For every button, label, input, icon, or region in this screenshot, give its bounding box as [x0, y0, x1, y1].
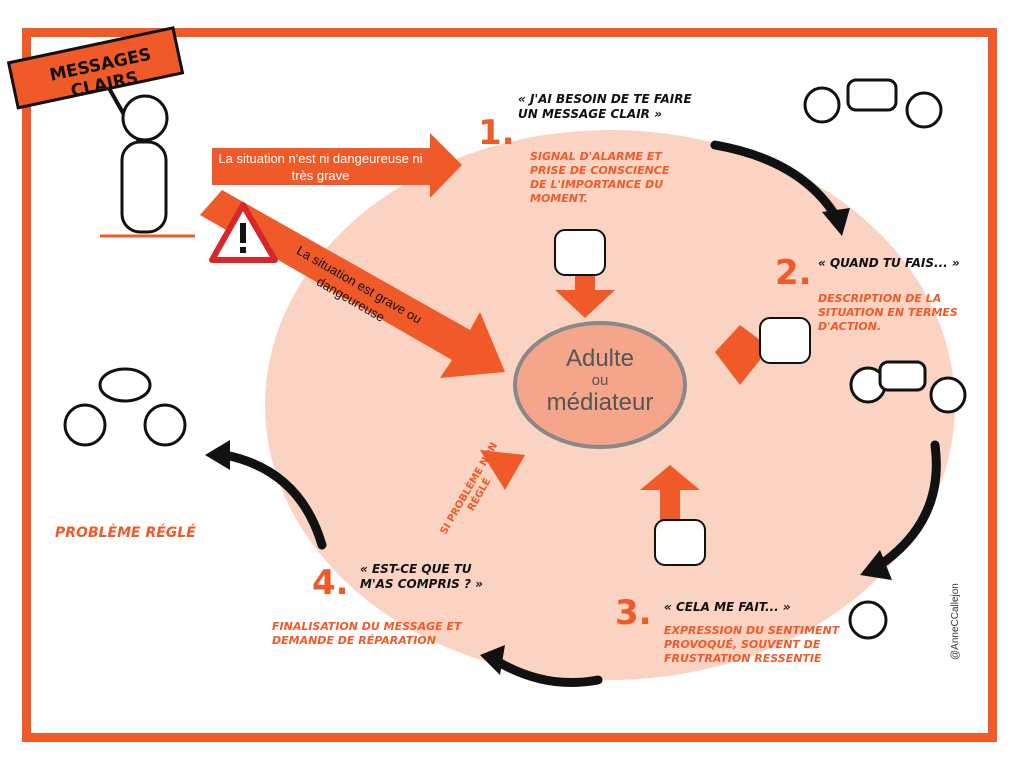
cycle-arrow-2-3: [875, 440, 941, 570]
arrow-step1: [555, 270, 615, 318]
stop-hand-icons: [554, 229, 811, 566]
center-line-3: médiateur: [546, 389, 654, 416]
cycle-arrowhead-2-3: [860, 550, 892, 580]
center-line-2: ou: [591, 372, 609, 389]
step-2-quote: « Quand tu fais... »: [818, 256, 960, 270]
stick-figure: [120, 94, 169, 234]
cycle-arrow-1-2: [710, 140, 840, 220]
arrow-step3: [640, 465, 700, 520]
step-3-description: Expression du sentiment provoqué, souven…: [664, 624, 840, 665]
arrow-serious: [200, 190, 505, 378]
step-2-number: 2.: [775, 253, 812, 293]
step-4-quote: « Est-ce que tu m'as compris ? »: [360, 562, 483, 591]
step-3-quote: « Cela me fait... »: [664, 600, 791, 614]
warning-exclamation-bar: [240, 223, 246, 243]
resolved-label: Problème réglé: [55, 525, 196, 541]
step-3-number: 3.: [615, 593, 652, 633]
step-4-description: Finalisation du message et demande de ré…: [272, 620, 462, 647]
step-1-quote: « J'ai besoin de te faire un message cla…: [518, 92, 692, 121]
center-line-1: Adulte: [565, 345, 635, 372]
poster-frame: [22, 28, 997, 742]
warning-exclamation-dot: [240, 247, 246, 253]
people-icons: [63, 78, 967, 640]
cycle-arrowhead-1-2: [822, 208, 850, 236]
cycle-arrow-4-resolved: [220, 450, 327, 550]
signature: @AnneCCallejon: [950, 583, 961, 660]
arrow-not-serious: [212, 133, 462, 198]
cycle-arrowhead-4-resolved: [205, 440, 230, 470]
step-1-description: Signal d'alarme et prise de conscience d…: [530, 150, 670, 205]
step-2-description: Description de la situation en termes d'…: [818, 292, 958, 333]
step-1-number: 1.: [478, 113, 515, 153]
cycle-arrowhead-3-4: [480, 645, 505, 675]
cycle-arrow-3-4: [490, 655, 603, 687]
arrow-not-serious-label: La situation n'est ni dangeureuse ni trè…: [218, 151, 423, 183]
step-4-number: 4.: [312, 563, 349, 603]
arrow-unresolved: [480, 450, 525, 490]
arrow-step2: [715, 325, 760, 385]
center-text: Adulte ou médiateur: [515, 345, 685, 416]
center-ellipse: [513, 321, 687, 449]
